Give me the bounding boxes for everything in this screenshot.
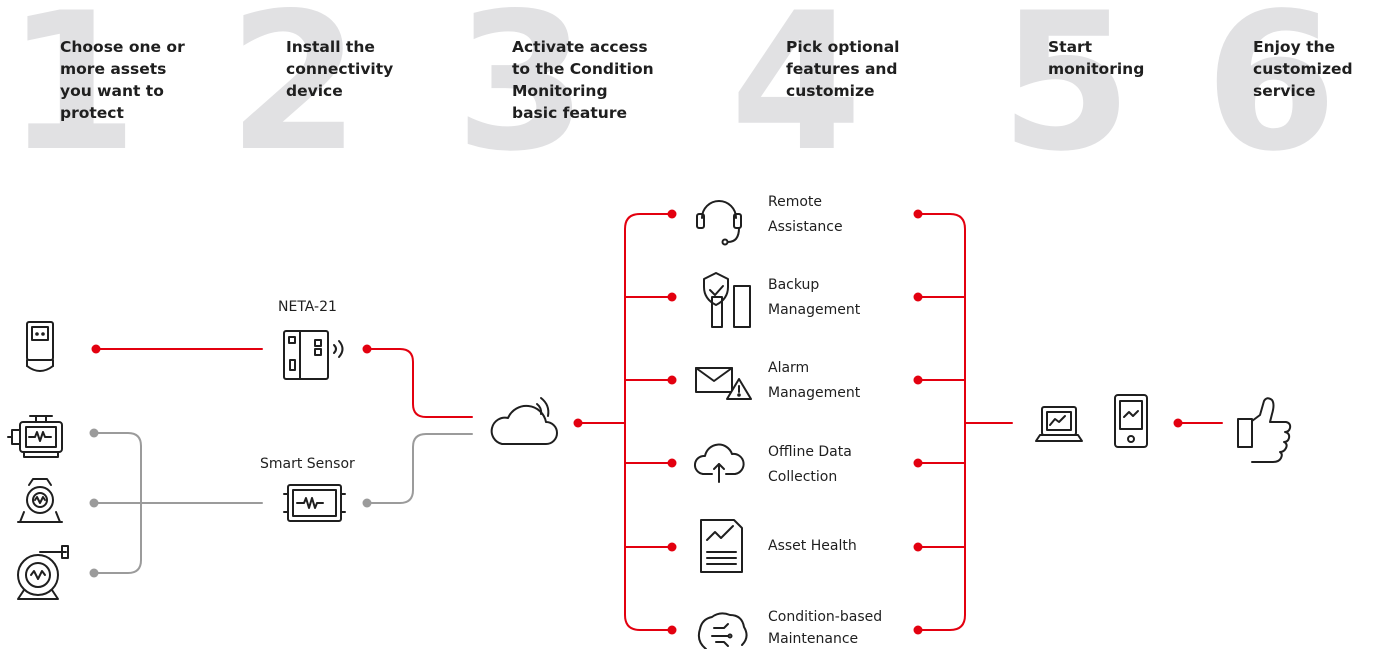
step-number: 6 xyxy=(1205,0,1337,193)
cloud-icon xyxy=(490,397,558,445)
step-label: Choose one or more assets you want to pr… xyxy=(60,38,185,122)
envelope-warning-icon xyxy=(695,367,752,400)
neta-to-cloud-connector xyxy=(362,344,473,418)
feature-offline-data-collection: Offline Data Collection xyxy=(768,444,852,485)
step-3: 3 Activate access to the Condition Monit… xyxy=(455,0,675,178)
feature-backup-management: Backup Management xyxy=(768,277,861,318)
feature-condition-based-maintenance: Condition-based Maintenance xyxy=(768,609,883,647)
step-label: Activate access to the Condition Monitor… xyxy=(512,38,654,122)
smart-sensor-label: Smart Sensor xyxy=(260,456,355,472)
motor-icon xyxy=(7,415,63,458)
fan-icon xyxy=(17,545,69,600)
monitoring-to-service-connector xyxy=(1173,418,1223,428)
laptop-icon xyxy=(1035,406,1083,442)
thumbs-up-icon xyxy=(1237,397,1292,463)
step-label: Pick optional features and customize xyxy=(786,38,900,100)
drive-icon xyxy=(26,321,54,372)
features-left-bracket xyxy=(624,209,677,635)
drive-to-neta-connector xyxy=(91,344,263,354)
step-number: 4 xyxy=(730,0,862,193)
features-right-bracket xyxy=(913,209,1013,635)
step-number: 1 xyxy=(6,0,138,193)
headset-icon xyxy=(696,200,742,246)
step-label: Enjoy the customized service xyxy=(1253,38,1353,100)
shield-check-icon xyxy=(703,272,751,328)
step-4: 4 Pick optional features and customize xyxy=(730,0,950,178)
feature-alarm-management: Alarm Management xyxy=(768,360,861,401)
step-5: 5 Start monitoring xyxy=(1000,0,1200,178)
smart-sensor-icon xyxy=(283,484,346,522)
step-label: Install the connectivity device xyxy=(286,38,394,100)
feature-remote-assistance: Remote Assistance xyxy=(768,194,843,235)
step-number: 5 xyxy=(1000,0,1132,193)
cloud-to-features-connector xyxy=(573,418,626,428)
sensor-to-cloud-connector xyxy=(362,433,473,508)
feature-asset-health: Asset Health xyxy=(768,538,857,554)
step-2: 2 Install the connectivity device xyxy=(228,0,448,178)
document-chart-icon xyxy=(700,519,743,573)
neta-21-label: NETA-21 xyxy=(278,299,337,315)
step-label: Start monitoring xyxy=(1048,38,1145,78)
pump-icon xyxy=(17,478,63,523)
step-number: 2 xyxy=(228,0,360,193)
cloud-upload-icon xyxy=(694,443,745,483)
step-6: 6 Enjoy the customized service xyxy=(1205,0,1375,178)
step-number: 3 xyxy=(455,0,587,193)
tablet-icon xyxy=(1114,394,1148,448)
brain-circuit-icon xyxy=(697,612,748,649)
step-1: 1 Choose one or more assets you want to … xyxy=(0,0,220,178)
assets-to-sensor-connector xyxy=(89,428,263,578)
neta-21-icon xyxy=(283,330,344,380)
